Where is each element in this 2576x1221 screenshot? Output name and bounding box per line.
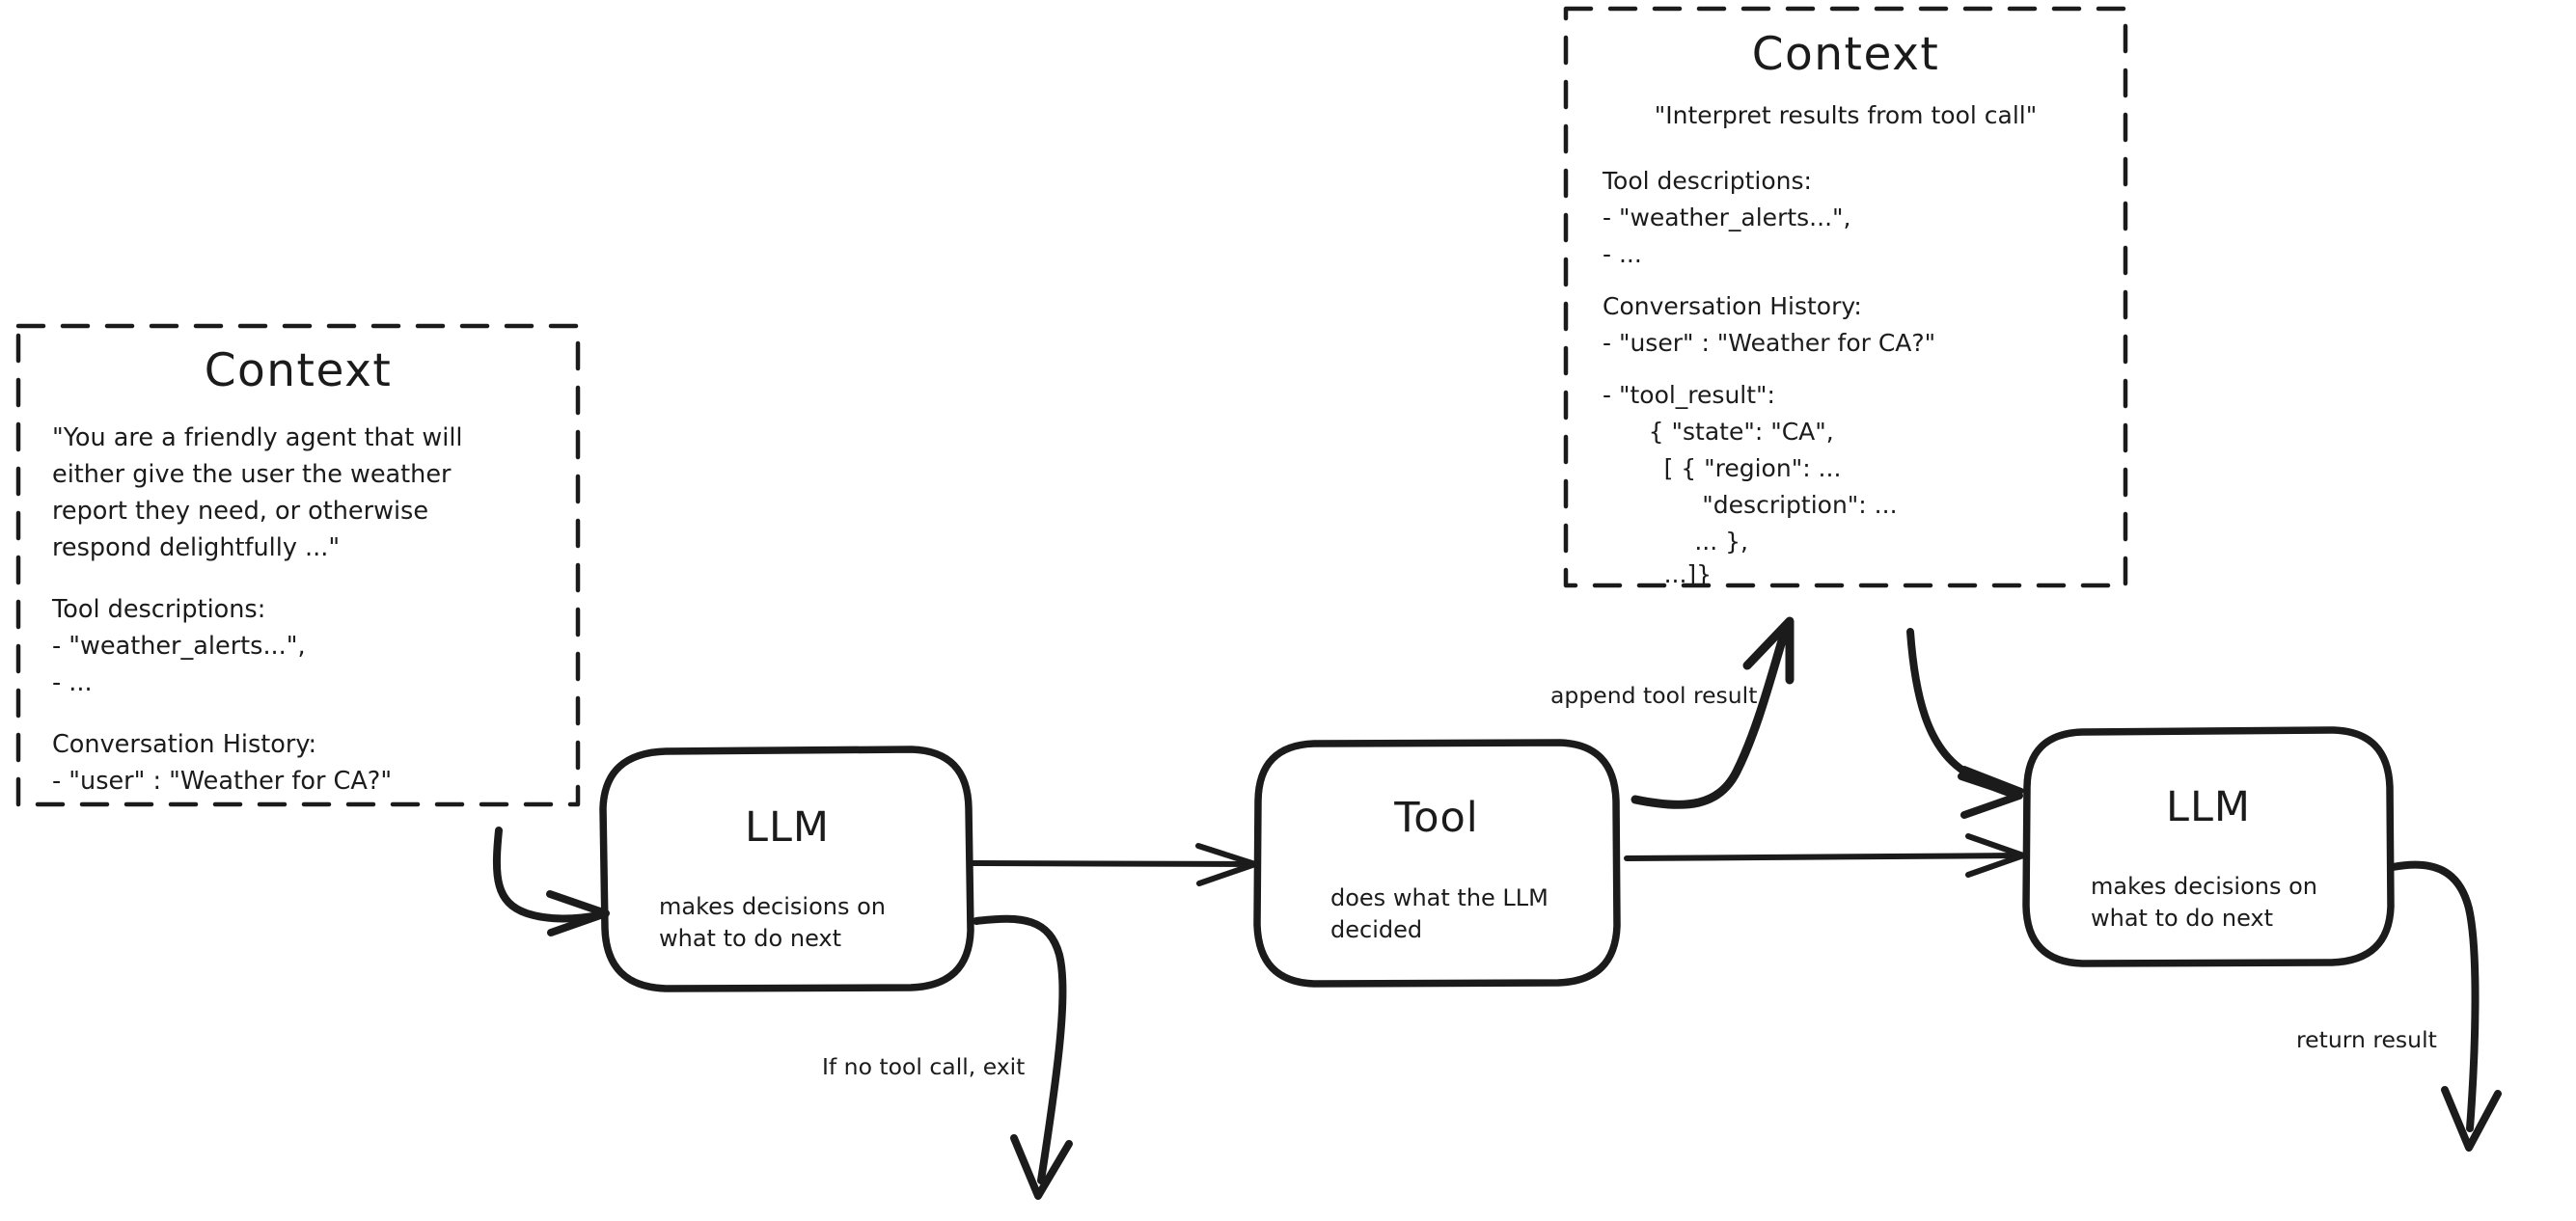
context-left-line-3: respond delightfully ..." — [52, 533, 340, 562]
edge-llm1-exit-arrowhead — [1010, 1134, 1073, 1200]
context-box-right: Context "Interpret results from tool cal… — [1563, 6, 2128, 588]
node-llm-2-sub-0: makes decisions on — [2091, 873, 2317, 900]
edge-tool-to-context-arrowhead — [1742, 616, 1795, 685]
edge-tool-to-context: append tool result — [1550, 616, 1795, 809]
context-right-line-11: ... }, — [1603, 528, 1748, 556]
edge-llm1-exit: If no tool call, exit — [822, 914, 1073, 1200]
context-left-line-5: Tool descriptions: — [51, 595, 265, 624]
node-tool-shape — [1253, 739, 1621, 988]
node-llm-1-title: LLM — [745, 803, 830, 852]
context-right-line-0: Tool descriptions: — [1602, 167, 1812, 195]
context-right-line-8: { "state": "CA", — [1603, 418, 1834, 446]
edge-context-to-llm2-arrowhead-2 — [1961, 766, 2024, 794]
context-right-line-7: - "tool_result": — [1603, 381, 1775, 409]
edge-llm2-return-label: return result — [2296, 1026, 2437, 1053]
context-right-border — [1563, 6, 2128, 588]
context-right-line-10: "description": ... — [1603, 491, 1898, 519]
context-left-line-6: - "weather_alerts...", — [52, 632, 306, 661]
edge-llm1-to-tool — [969, 843, 1258, 886]
edge-context-to-llm1 — [492, 827, 610, 936]
context-right-title: Context — [1752, 28, 1940, 81]
edge-llm1-exit-label: If no tool call, exit — [822, 1053, 1025, 1080]
context-box-left: Context "You are a friendly agent that w… — [15, 323, 581, 807]
edge-context-to-llm1-line — [492, 827, 608, 923]
node-llm-1-sub-0: makes decisions on — [659, 893, 886, 920]
node-llm-2-title: LLM — [2166, 783, 2251, 831]
edge-llm2-return-arrowhead — [2441, 1086, 2502, 1152]
context-right-subtitle: "Interpret results from tool call" — [1655, 101, 2037, 129]
context-left-line-9: Conversation History: — [52, 730, 316, 759]
edge-llm1-to-tool-line — [969, 860, 1254, 867]
node-llm-1-shape — [599, 746, 974, 992]
edge-context-to-llm1-arrowhead — [546, 890, 610, 936]
node-tool-sub-0: does what the LLM — [1330, 884, 1548, 911]
node-llm-2[interactable]: LLM makes decisions on what to do next — [2022, 726, 2395, 967]
node-tool-title: Tool — [1393, 794, 1479, 842]
node-llm-2-shape — [2022, 726, 2395, 967]
node-tool[interactable]: Tool does what the LLM decided — [1253, 739, 1621, 988]
node-llm-1[interactable]: LLM makes decisions on what to do next — [599, 746, 974, 992]
node-llm-1-sub-1: what to do next — [659, 925, 841, 952]
context-right-line-1: - "weather_alerts...", — [1603, 204, 1850, 231]
edge-llm1-exit-line — [973, 914, 1067, 1184]
context-left-line-7: - ... — [52, 668, 93, 697]
node-llm-2-sub-1: what to do next — [2091, 905, 2273, 932]
context-right-line-12: ...]} — [1603, 560, 1712, 588]
edge-llm2-return-line — [2389, 860, 2480, 1132]
edge-tool-to-llm2-line — [1624, 853, 2022, 861]
context-right-line-4: Conversation History: — [1603, 292, 1862, 320]
edge-context-to-llm2 — [1906, 628, 2024, 819]
context-left-line-0: "You are a friendly agent that will — [52, 423, 463, 452]
edge-tool-to-llm2 — [1624, 833, 2026, 878]
edge-llm2-return: return result — [2296, 860, 2502, 1152]
context-right-line-9: [ { "region": ... — [1603, 454, 1841, 482]
node-tool-sub-1: decided — [1330, 916, 1422, 943]
context-left-border — [15, 323, 581, 807]
edge-tool-to-context-label: append tool result — [1550, 682, 1757, 709]
context-left-line-2: report they need, or otherwise — [52, 497, 428, 526]
context-right-line-5: - "user" : "Weather for CA?" — [1603, 329, 1935, 357]
context-right-line-2: - ... — [1603, 240, 1642, 268]
edge-tool-to-llm2-arrowhead — [1965, 833, 2026, 878]
context-left-title: Context — [205, 344, 393, 397]
edge-llm1-to-tool-arrowhead — [1195, 843, 1258, 886]
edge-context-to-llm2-arrowhead — [1958, 773, 2023, 819]
context-left-line-1: either give the user the weather — [52, 460, 452, 489]
context-left-line-10: - "user" : "Weather for CA?" — [52, 767, 392, 796]
edge-tool-to-context-line — [1631, 623, 1791, 809]
